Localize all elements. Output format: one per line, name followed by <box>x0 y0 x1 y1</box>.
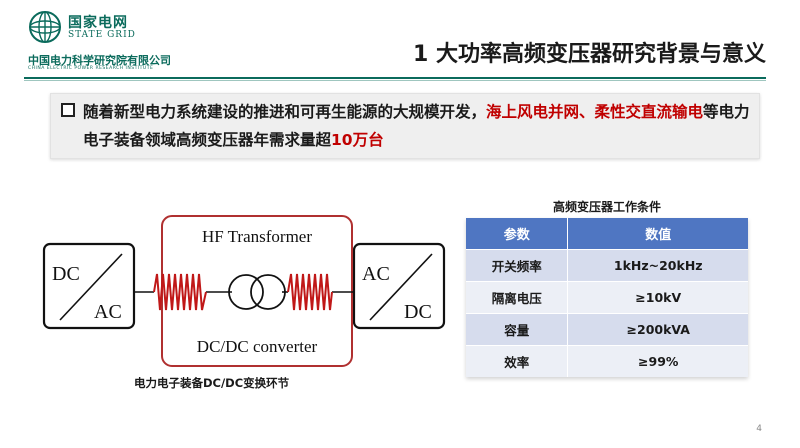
transformer-primary-icon <box>228 274 264 310</box>
logo-chinese-name: 国家电网 <box>68 15 128 31</box>
logo-english-name: STATE GRID <box>68 30 136 40</box>
header-parameter: 参数 <box>466 218 569 250</box>
param-cell: 容量 <box>466 313 569 346</box>
bullet-square-icon <box>61 103 75 117</box>
header-divider <box>24 77 766 79</box>
state-grid-globe-icon <box>29 11 61 43</box>
param-cell: 隔离电压 <box>466 281 569 314</box>
dcdc-converter-label: DC/DC converter <box>197 337 318 356</box>
diagram-caption: 电力电子装备DC/DC变换环节 <box>134 376 290 390</box>
param-cell: 开关频率 <box>466 249 569 282</box>
value-cell: ≥99% <box>567 345 748 377</box>
right-box-top-label: AC <box>362 263 390 285</box>
table-row: 容量 ≥200kVA <box>466 313 748 346</box>
param-cell: 效率 <box>466 345 569 377</box>
value-cell: 1kHz~20kHz <box>567 249 748 282</box>
page-number: 4 <box>756 424 762 434</box>
table-title: 高频变压器工作条件 <box>552 200 661 214</box>
value-cell: ≥200kVA <box>567 313 748 346</box>
dcdc-converter-diagram: DC AC AC DC HF Transformer DC/DC convert… <box>42 215 446 367</box>
key-point-box: 随着新型电力系统建设的推进和可再生能源的大规模开发，海上风电并网、柔性交直流输电… <box>50 93 760 159</box>
key-point-text: 随着新型电力系统建设的推进和可再生能源的大规模开发，海上风电并网、柔性交直流输电… <box>83 98 751 154</box>
key-point-highlight-applications: 海上风电并网、柔性交直流输电 <box>486 103 704 121</box>
value-cell: ≥10kV <box>567 281 748 314</box>
left-box-bottom-label: AC <box>94 301 122 323</box>
right-coil-icon <box>287 273 333 311</box>
left-box-top-label: DC <box>52 263 80 285</box>
table-row: 效率 ≥99% <box>466 345 748 377</box>
right-box-bottom-label: DC <box>404 301 432 323</box>
header-value: 数值 <box>567 218 748 250</box>
hf-transformer-label: HF Transformer <box>202 227 312 246</box>
key-point-part1: 随着新型电力系统建设的推进和可再生能源的大规模开发， <box>83 103 487 121</box>
left-converter-diagonal <box>59 253 123 321</box>
organization-name-cn: 中国电力科学研究院有限公司 <box>28 54 171 67</box>
table-header-row: 参数 数值 <box>466 218 748 250</box>
key-point-highlight-demand: 10万台 <box>331 131 384 149</box>
key-point-part2: 等电力电子装备领域高频变压器年需求量超 <box>83 103 750 149</box>
transformer-secondary-icon <box>250 274 286 310</box>
right-converter-diagonal <box>369 253 433 321</box>
left-coil-icon <box>153 273 207 311</box>
organization-name-en: CHINA ELECTRIC POWER RESEARCH INSTITUTE <box>28 66 154 71</box>
table-row: 开关频率 1kHz~20kHz <box>466 249 748 282</box>
table-row: 隔离电压 ≥10kV <box>466 281 748 314</box>
operating-conditions-table: 参数 数值 开关频率 1kHz~20kHz 隔离电压 ≥10kV 容量 ≥200… <box>466 218 748 377</box>
slide-title: 1 大功率高频变压器研究背景与意义 <box>413 42 766 67</box>
header-divider-light <box>24 80 766 81</box>
state-grid-logo: 国家电网 STATE GRID <box>28 6 268 80</box>
